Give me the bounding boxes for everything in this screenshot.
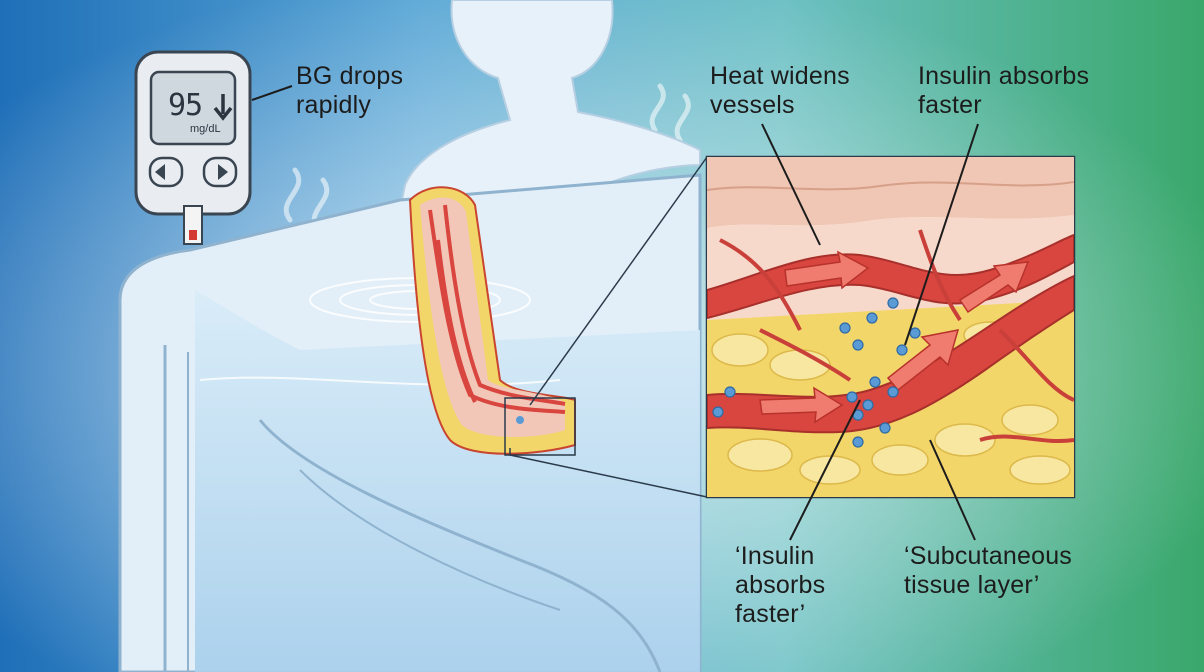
glucose-unit: mg/dL bbox=[190, 123, 221, 135]
glucose-meter-icon bbox=[134, 50, 252, 245]
down-arrow-icon bbox=[213, 94, 233, 121]
label-heat-widens: Heat widens vessels bbox=[710, 62, 850, 119]
bg-leader-line bbox=[251, 85, 293, 101]
label-bg-drops: BG drops rapidly bbox=[296, 62, 404, 119]
tissue-inset bbox=[705, 155, 1076, 499]
zoom-lines bbox=[504, 156, 708, 498]
label-insulin-absorbs-bottom: ‘Insulin absorbs faster’ bbox=[735, 542, 826, 628]
label-subcutaneous-tissue: ‘Subcutaneous tissue layer’ bbox=[904, 542, 1073, 599]
arm-cross-section bbox=[408, 186, 576, 455]
insulin-molecule-icon bbox=[712, 297, 921, 448]
glucose-reading: 95 bbox=[168, 88, 203, 123]
bathtub bbox=[118, 173, 702, 672]
label-insulin-absorbs-top: Insulin absorbs faster bbox=[918, 62, 1090, 119]
label-leader-lines bbox=[761, 123, 979, 541]
